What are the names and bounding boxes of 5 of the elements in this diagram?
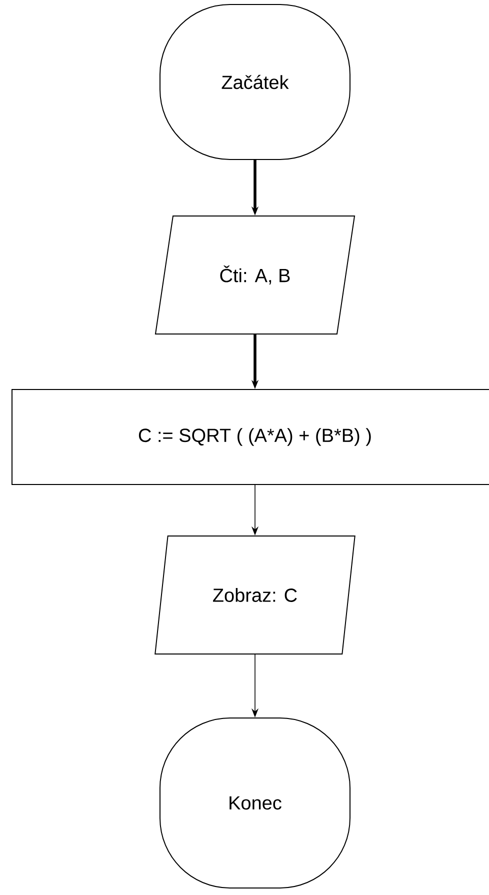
start-terminal: Začátek [160, 4, 350, 160]
input-parallelogram: Čti: A, B [154, 216, 356, 334]
process-box: C := SQRT ( (A*A) + (B*B) ) [12, 389, 489, 485]
output-parallelogram: Zobraz: C [154, 536, 356, 654]
end-terminal: Konec [160, 718, 350, 888]
